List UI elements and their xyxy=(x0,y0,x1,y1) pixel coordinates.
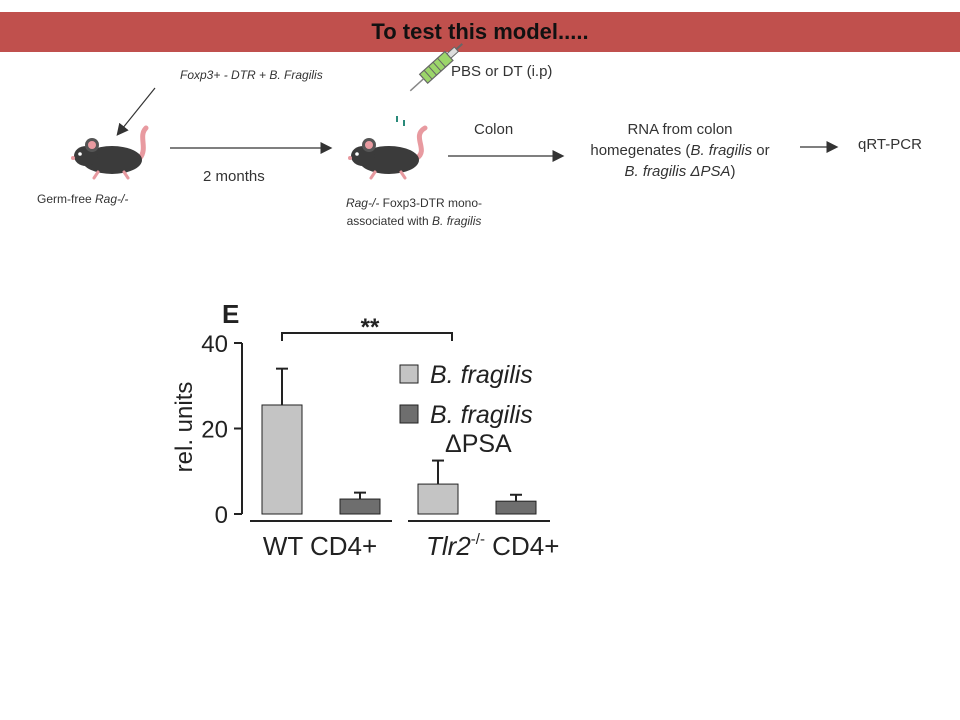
y-tick-label: 40 xyxy=(201,331,228,358)
bar xyxy=(339,498,381,515)
rna-label: RNA from colon homegenates (B. fragilis … xyxy=(590,121,770,180)
germ-free-label: Germ-free Rag-/- xyxy=(37,192,129,206)
bar xyxy=(261,404,303,515)
bar xyxy=(495,500,537,515)
legend-label-bf: B. fragilis xyxy=(430,361,533,389)
syringe-icon xyxy=(409,43,463,92)
flow-diagram xyxy=(71,43,839,180)
y-tick-label: 20 xyxy=(201,417,228,444)
donor-label: Foxp3+ - DTR + B. Fragilis xyxy=(180,68,323,82)
bars xyxy=(261,367,537,515)
significance-bracket xyxy=(281,332,453,341)
mouse-icon xyxy=(348,125,428,180)
bar xyxy=(417,483,459,515)
panel-letter: E xyxy=(222,299,239,329)
legend: B. fragilis B. fragilis ΔPSA xyxy=(399,361,533,458)
legend-label-bfdpsa-line2: ΔPSA xyxy=(445,430,512,458)
duration-label: 2 months xyxy=(203,168,265,185)
bar-chart: E rel. units 0 20 40 ** WT CD4+ Tlr2-/- CD… xyxy=(171,299,559,561)
legend-swatch-bf xyxy=(399,364,419,384)
readout-label: qRT-PCR xyxy=(858,136,922,153)
mouse2-label: Rag-/- Foxp3-DTR mono- associated with B… xyxy=(345,196,483,228)
treatment-label: PBS or DT (i.p) xyxy=(451,63,553,80)
donor-arrow xyxy=(116,87,156,136)
mouse-icon xyxy=(71,125,149,180)
y-tick-label: 0 xyxy=(215,502,228,529)
group-label-wt: WT CD4+ xyxy=(263,531,377,561)
slide-title: To test this model..... xyxy=(371,19,589,44)
y-axis-label: rel. units xyxy=(171,382,198,473)
legend-swatch-bfdpsa xyxy=(399,404,419,424)
group-label-tlr2: Tlr2-/- CD4+ xyxy=(426,531,559,561)
significance-stars: ** xyxy=(361,314,380,341)
legend-label-bfdpsa: B. fragilis xyxy=(430,401,533,429)
tissue-label: Colon xyxy=(474,121,514,138)
y-ticks: 0 20 40 xyxy=(201,331,242,529)
title-banner xyxy=(0,12,960,52)
